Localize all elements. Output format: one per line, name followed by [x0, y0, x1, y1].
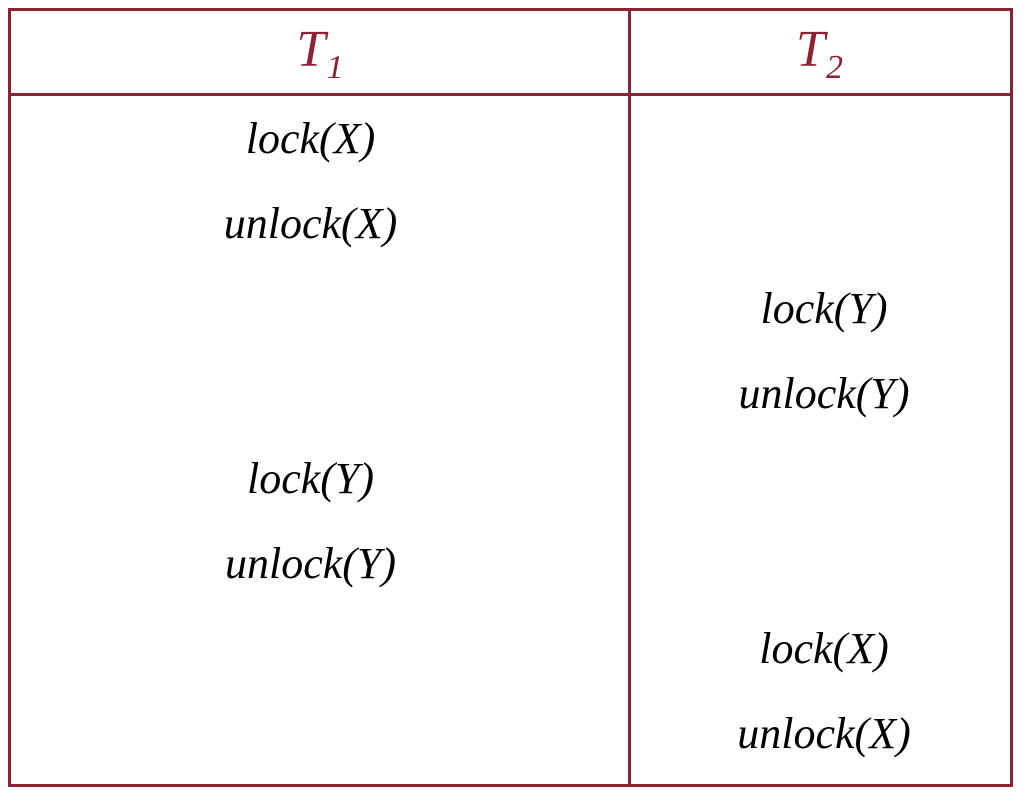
operation-slot: unlock(Y) — [224, 539, 397, 588]
operation-slot-empty — [11, 351, 628, 436]
transaction-label-t1-base: T — [296, 21, 326, 78]
operation-slot: unlock(X) — [737, 709, 911, 758]
operation-slot: lock(X) — [245, 114, 376, 163]
column-divider — [628, 11, 631, 784]
transaction-schedule-table: T1 T2 lock(X) unlock(X) lock(Y) unlock(Y… — [8, 8, 1013, 787]
body-cell-t2: lock(Y) unlock(Y) lock(X) unlock(X) — [628, 96, 1010, 787]
operation-slot: lock(X) — [759, 624, 889, 673]
header-cell-t2: T2 — [628, 11, 1010, 93]
operation-slot-empty — [628, 521, 1010, 606]
operation-slot: unlock(Y) — [738, 369, 910, 418]
operation-slot: unlock(X) — [223, 199, 398, 248]
transaction-label-t2-base: T — [796, 21, 825, 78]
operation-slot-empty — [11, 606, 628, 691]
operation-slot-empty — [11, 691, 628, 776]
operation-slot-empty — [628, 436, 1010, 521]
table-body-row: lock(X) unlock(X) lock(Y) unlock(Y) lock… — [11, 96, 1010, 787]
operation-slot-empty — [11, 266, 628, 351]
operation-slot: lock(Y) — [760, 284, 888, 333]
operation-slot: lock(Y) — [246, 454, 375, 503]
transaction-label-t1-subscript: 1 — [326, 49, 344, 86]
operation-slot-empty — [628, 181, 1010, 266]
transaction-label-t2-subscript: 2 — [825, 49, 843, 86]
transaction-label-t1: T1 — [296, 21, 344, 85]
table-header-row: T1 T2 — [11, 11, 1010, 93]
header-separator-rule — [11, 93, 1010, 96]
operation-list-t1: lock(X) unlock(X) lock(Y) unlock(Y) — [11, 96, 628, 776]
operation-list-t2: lock(Y) unlock(Y) lock(X) unlock(X) — [628, 96, 1010, 776]
body-cell-t1: lock(X) unlock(X) lock(Y) unlock(Y) — [11, 96, 628, 787]
transaction-label-t2: T2 — [796, 21, 843, 85]
header-cell-t1: T1 — [11, 11, 628, 93]
operation-slot-empty — [628, 96, 1010, 181]
